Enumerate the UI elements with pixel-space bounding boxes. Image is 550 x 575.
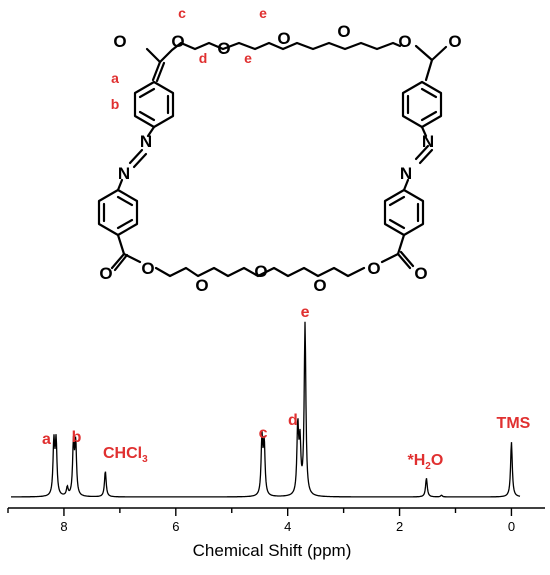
bond	[116, 233, 126, 256]
atom-O: O	[277, 29, 290, 48]
azo-bond	[418, 148, 434, 165]
atom-O: O	[171, 32, 184, 51]
bond	[380, 252, 400, 264]
bond	[155, 61, 166, 83]
proton-label-c: c	[178, 5, 186, 21]
atom-O: O	[217, 39, 230, 58]
bond	[399, 250, 415, 268]
x-axis-title: Chemical Shift (ppm)	[193, 541, 352, 560]
azo-bond	[128, 148, 144, 165]
bond	[110, 252, 126, 270]
bond	[138, 87, 156, 99]
peak-label: c	[259, 425, 268, 442]
bond	[420, 87, 438, 99]
atom-O: O	[398, 32, 411, 51]
peak-label: CHCl3	[103, 445, 148, 465]
azo-bond	[132, 152, 148, 169]
atom-N: N	[400, 164, 412, 183]
peak-label: b	[72, 429, 82, 446]
macrocycle-structure: O O O O O O O N N N N O O O O O O O a b …	[97, 5, 462, 295]
atom-O: O	[141, 259, 154, 278]
proton-label-b: b	[111, 96, 120, 112]
bond	[420, 110, 438, 122]
bond	[122, 252, 142, 264]
bond	[146, 125, 156, 138]
peak-label: d	[288, 412, 298, 429]
atom-N: N	[422, 132, 434, 151]
peak-label: TMS	[497, 415, 531, 432]
x-tick-label: 4	[284, 519, 291, 534]
proton-label-d: d	[199, 50, 208, 66]
proton-label-e: e	[244, 50, 252, 66]
atom-O: O	[414, 264, 427, 283]
x-tick-label: 0	[508, 519, 515, 534]
peak-label: a	[42, 431, 51, 448]
x-tick-label: 2	[396, 519, 403, 534]
bottom-chain-bond	[154, 266, 366, 278]
top-chain-bond	[158, 41, 402, 64]
bond	[402, 178, 410, 192]
atom-O: O	[113, 32, 126, 51]
bond	[138, 110, 156, 122]
atom-O: O	[337, 22, 350, 41]
atom-O: O	[313, 276, 326, 295]
atom-O: O	[448, 32, 461, 51]
atom-O: O	[195, 276, 208, 295]
spectrum-trace	[11, 321, 521, 498]
bond	[414, 44, 448, 62]
atom-O: O	[99, 264, 112, 283]
bond	[116, 178, 124, 192]
x-tick-label: 6	[172, 519, 179, 534]
proton-label-e: e	[259, 5, 267, 21]
peak-label: *H2O	[408, 452, 444, 472]
atom-O: O	[254, 262, 267, 281]
bond	[388, 195, 406, 207]
x-tick-label: 8	[60, 519, 67, 534]
bond	[113, 253, 129, 272]
bond	[396, 233, 406, 256]
atom-N: N	[118, 164, 130, 183]
bond	[116, 195, 134, 207]
atom-O: O	[367, 259, 380, 278]
x-ticks: 8 6 4 2 0	[7, 508, 515, 534]
bond	[388, 218, 406, 230]
bond	[396, 252, 412, 270]
bond	[420, 125, 428, 138]
peak-label: e	[301, 304, 310, 321]
bond	[151, 60, 162, 82]
azo-bond	[414, 144, 430, 161]
atom-N: N	[140, 132, 152, 151]
proton-label-a: a	[111, 70, 119, 86]
bond	[145, 47, 162, 64]
bond	[424, 58, 434, 82]
bond	[116, 218, 134, 230]
